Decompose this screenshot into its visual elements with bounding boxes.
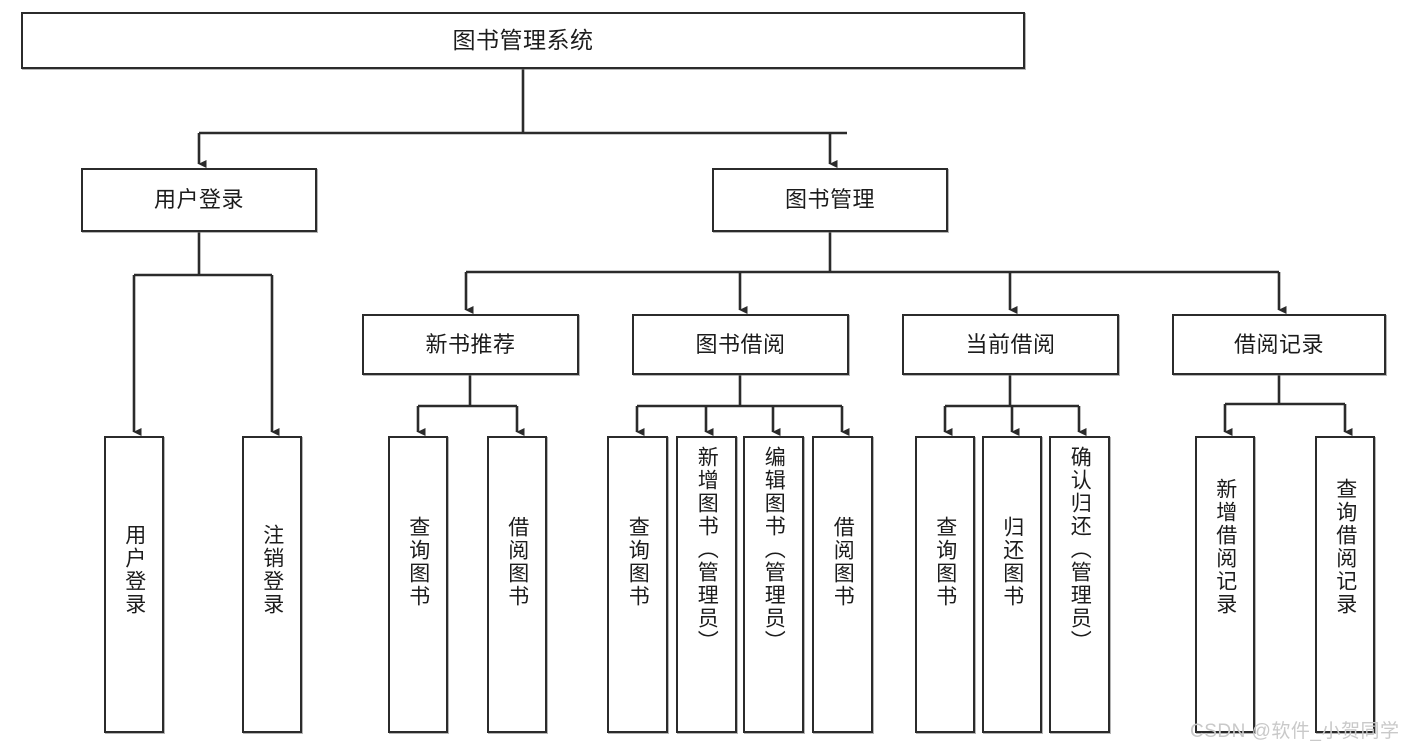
node-leaf-query-book-borrow[interactable]: 查询图书 — [607, 436, 668, 733]
node-leaf-borrow-book-recommend[interactable]: 借阅图书 — [487, 436, 547, 733]
node-borrow-record[interactable]: 借阅记录 — [1172, 314, 1386, 375]
node-current-borrow-label: 当前借阅 — [965, 331, 1056, 357]
node-leaf-query-book-current[interactable]: 查询图书 — [915, 436, 975, 733]
node-borrow-record-label: 借阅记录 — [1233, 331, 1324, 357]
node-leaf-query-book-current-label: 查询图书 — [933, 516, 957, 608]
node-book-borrow-label: 图书借阅 — [695, 331, 786, 357]
node-leaf-borrow-book-label: 借阅图书 — [831, 516, 855, 608]
node-book-borrow[interactable]: 图书借阅 — [632, 314, 849, 375]
node-book-management-label: 图书管理 — [784, 187, 875, 212]
node-new-book-recommend-label: 新书推荐 — [425, 331, 516, 357]
node-leaf-add-borrow-record[interactable]: 新增借阅记录 — [1195, 436, 1255, 733]
node-book-management[interactable]: 图书管理 — [712, 168, 948, 232]
node-root[interactable]: 图书管理系统 — [21, 12, 1025, 69]
node-new-book-recommend[interactable]: 新书推荐 — [362, 314, 579, 375]
node-leaf-borrow-book-recommend-label: 借阅图书 — [505, 516, 529, 608]
node-leaf-add-book-admin[interactable]: 新增图书（管理员） — [676, 436, 737, 733]
node-leaf-user-login[interactable]: 用户登录 — [104, 436, 164, 733]
node-root-label: 图书管理系统 — [452, 27, 594, 53]
node-leaf-query-book-recommend[interactable]: 查询图书 — [388, 436, 448, 733]
node-leaf-user-login-label: 用户登录 — [122, 524, 146, 616]
node-leaf-confirm-return-admin-label: 确认归还（管理员） — [1068, 446, 1092, 653]
node-leaf-edit-book-admin[interactable]: 编辑图书（管理员） — [743, 436, 804, 733]
node-leaf-return-book[interactable]: 归还图书 — [982, 436, 1042, 733]
node-leaf-logout-label: 注销登录 — [260, 524, 284, 616]
node-leaf-query-book-recommend-label: 查询图书 — [406, 516, 430, 608]
node-leaf-confirm-return-admin[interactable]: 确认归还（管理员） — [1049, 436, 1110, 733]
node-leaf-query-book-borrow-label: 查询图书 — [626, 516, 650, 608]
node-leaf-borrow-book[interactable]: 借阅图书 — [812, 436, 873, 733]
node-user-login[interactable]: 用户登录 — [81, 168, 317, 232]
csdn-watermark: CSDN @软件_小贺同学 — [1190, 721, 1400, 742]
node-leaf-query-borrow-record[interactable]: 查询借阅记录 — [1315, 436, 1375, 733]
node-leaf-add-book-admin-label: 新增图书（管理员） — [695, 446, 719, 653]
node-user-login-label: 用户登录 — [153, 187, 244, 212]
node-leaf-edit-book-admin-label: 编辑图书（管理员） — [762, 446, 786, 653]
node-leaf-return-book-label: 归还图书 — [1000, 516, 1024, 608]
node-leaf-query-borrow-record-label: 查询借阅记录 — [1333, 478, 1357, 616]
node-leaf-add-borrow-record-label: 新增借阅记录 — [1213, 478, 1237, 616]
node-leaf-logout[interactable]: 注销登录 — [242, 436, 302, 733]
node-current-borrow[interactable]: 当前借阅 — [902, 314, 1119, 375]
